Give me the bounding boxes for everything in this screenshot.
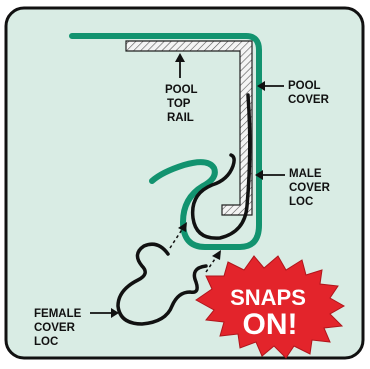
svg-text:MALE: MALE [289, 168, 322, 180]
snaps-on-burst: SNAPS ON! [195, 255, 346, 359]
pool-top-rail [125, 40, 253, 216]
svg-text:COVER: COVER [289, 182, 331, 194]
pool-cover-line [69, 33, 262, 250]
svg-text:RAIL: RAIL [167, 112, 194, 124]
svg-text:LOC: LOC [34, 336, 58, 348]
label-pool-top-rail: POOL TOP RAIL [165, 84, 198, 124]
svg-text:ON!: ON! [243, 308, 298, 341]
svg-text:LOC: LOC [289, 196, 313, 208]
svg-text:POOL: POOL [288, 80, 321, 92]
svg-text:FEMALE: FEMALE [34, 308, 82, 320]
svg-text:POOL: POOL [165, 84, 198, 96]
svg-text:COVER: COVER [34, 322, 76, 334]
label-female-cover-loc: FEMALE COVER LOC [34, 308, 82, 348]
snap-motion-arrows [169, 222, 221, 273]
label-male-cover-loc: MALE COVER LOC [289, 168, 331, 208]
svg-text:COVER: COVER [288, 94, 330, 106]
label-arrows [90, 53, 285, 318]
label-pool-cover: POOL COVER [288, 80, 330, 106]
female-cover-loc [116, 242, 208, 326]
male-cover-loc [190, 93, 252, 240]
svg-text:SNAPS: SNAPS [230, 285, 306, 310]
svg-text:TOP: TOP [167, 98, 191, 110]
